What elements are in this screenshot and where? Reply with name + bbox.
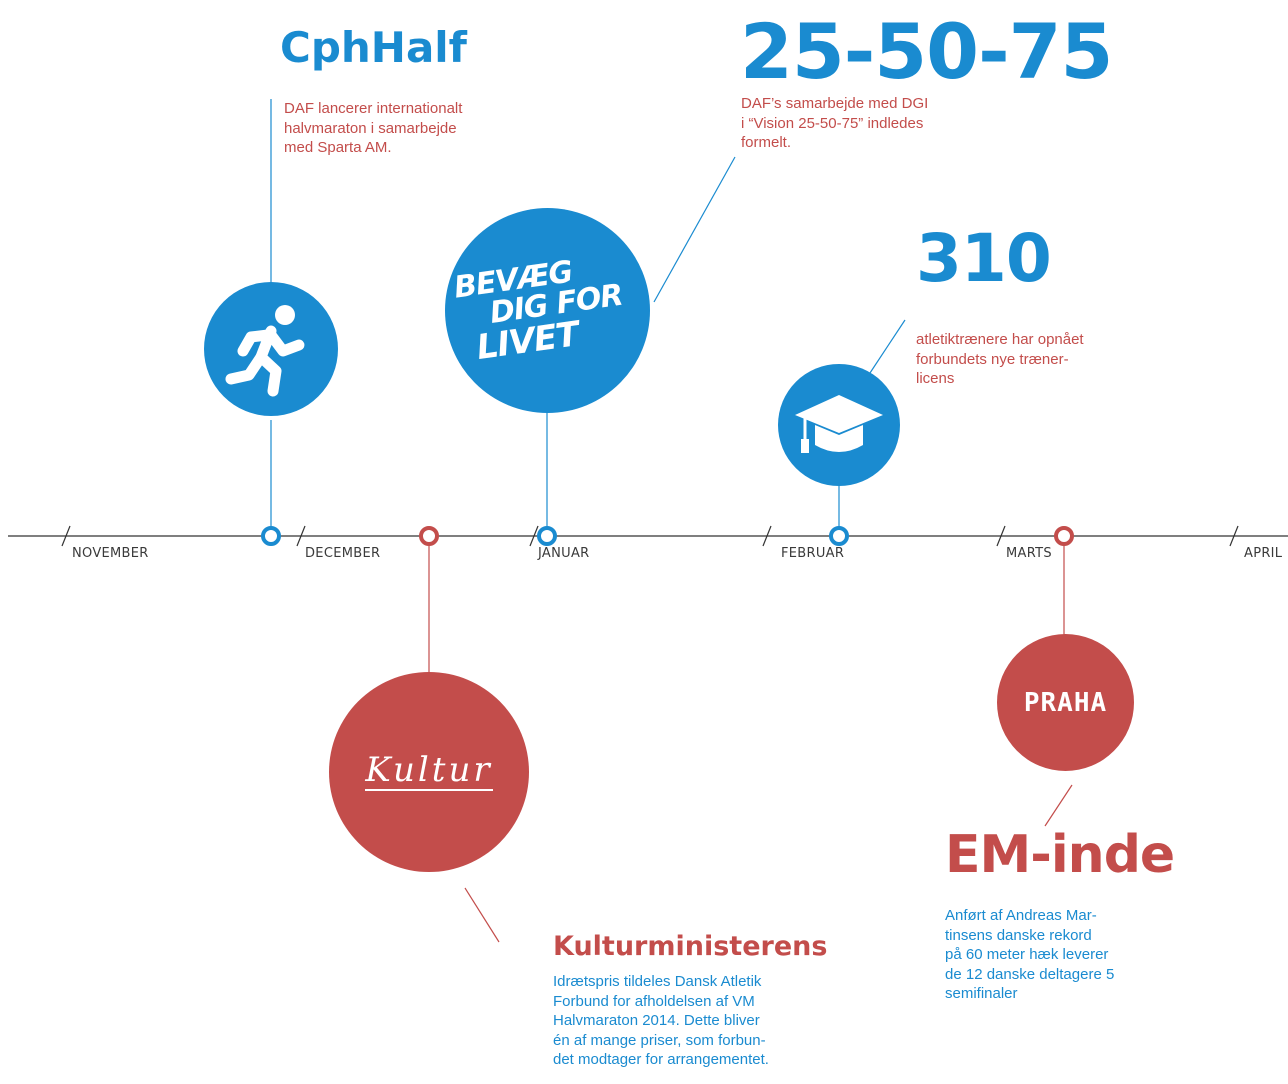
trainers-title: 310 [916,220,1052,297]
cphhalf-text: DAF lancerer internationalt halvmaraton … [284,100,463,156]
vision-text: DAF’s samarbejde med DGI i “Vision 25-50… [741,95,929,151]
month-label-december: DECEMBER [305,546,381,561]
cphhalf-title: CphHalf [280,23,467,72]
tick-april [1229,525,1239,547]
kultur-title: Kulturministerens [553,931,828,962]
marker-cphhalf [261,526,281,546]
cphhalf-badge [204,282,338,416]
tick-november [61,525,71,547]
marker-kultur [419,526,439,546]
vision-title: 25-50-75 [740,7,1113,96]
month-label-januar: JANUAR [538,546,590,561]
runner-icon [225,305,305,397]
trainers-connector [867,319,906,377]
bevaeg-logo: BEVÆG DIG FOR LIVET [452,250,629,368]
tick-februar [762,525,772,547]
vision-connector [653,156,736,303]
marker-trainers [829,526,849,546]
month-label-marts: MARTS [1006,546,1052,561]
vision-badge: BEVÆG DIG FOR LIVET [445,208,650,413]
tick-januar [529,525,539,547]
trainers-text: atletiktrænere har opnået forbundets nye… [916,331,1084,387]
kultur-logo: Kultur [365,750,493,791]
month-label-november: NOVEMBER [72,546,149,561]
trainers-badge [778,364,900,486]
graduation-cap-icon [795,395,883,453]
kultur-badge: Kultur [329,672,529,872]
tick-december [296,525,306,547]
praha-logo: PRAHA [1023,687,1108,718]
kultur-text: Idrætspris tildeles Dansk Atletik Forbun… [553,973,769,1068]
marker-vision [537,526,557,546]
month-label-april: APRIL [1244,546,1283,561]
em-text: Anført af Andreas Mar- tinsens danske re… [945,907,1115,1002]
em-title: EM-inde [945,825,1175,885]
kultur-connector [464,887,500,943]
em-badge: PRAHA [997,634,1134,771]
month-label-februar: FEBRUAR [781,546,845,561]
marker-em [1054,526,1074,546]
tick-marts [996,525,1006,547]
em-connector [1044,784,1073,827]
